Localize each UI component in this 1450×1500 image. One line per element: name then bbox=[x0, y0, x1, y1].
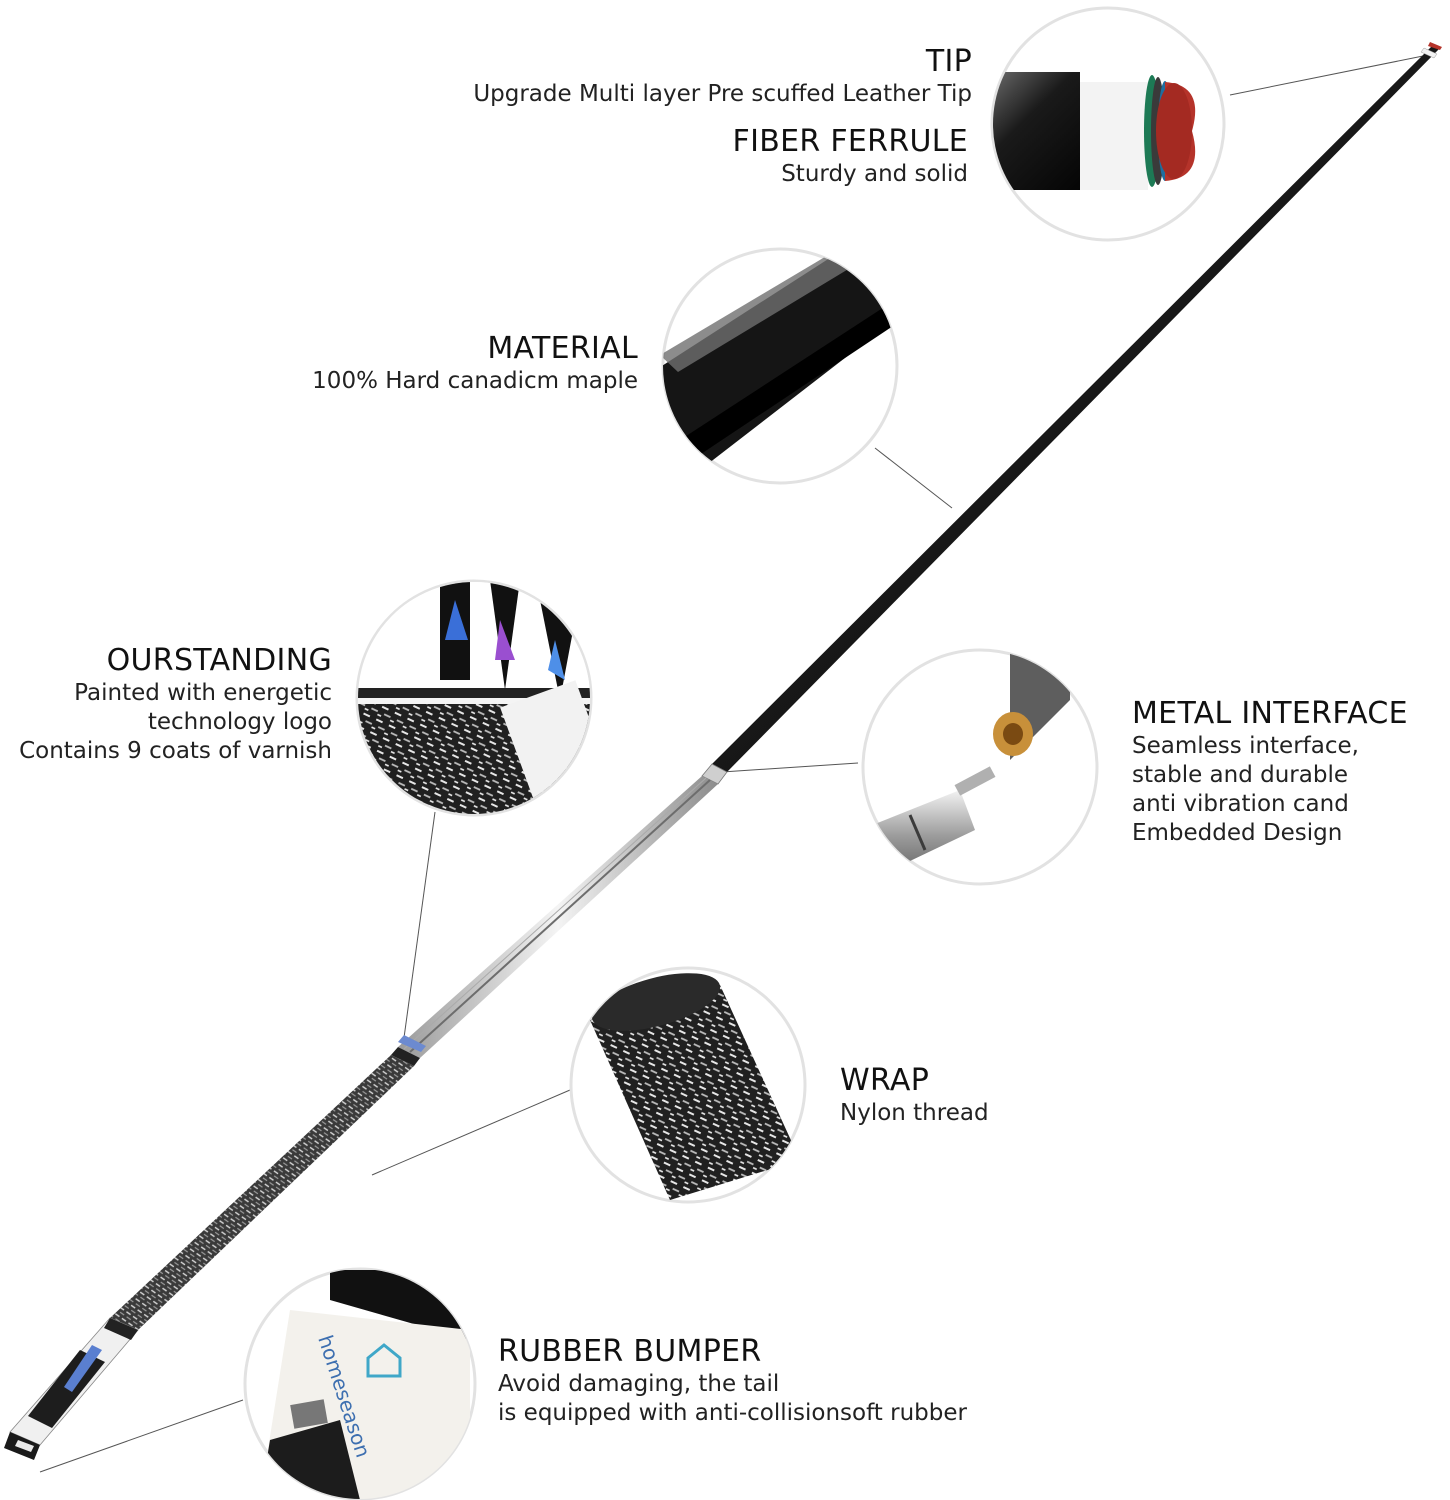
wrap-title: WRAP bbox=[840, 1063, 930, 1098]
wrap-desc: Nylon thread bbox=[840, 1100, 989, 1126]
callout-wrap: WRAP Nylon thread bbox=[840, 1063, 1140, 1128]
leader-metal bbox=[721, 762, 859, 773]
bumper-title: RUBBER BUMPER bbox=[498, 1334, 762, 1369]
material-title: MATERIAL bbox=[487, 331, 638, 366]
callout-ourstanding: OURSTANDING Painted with energetic techn… bbox=[2, 643, 332, 766]
bumper-line-1: Avoid damaging, the tail bbox=[498, 1371, 780, 1397]
tip-title: TIP bbox=[925, 44, 972, 79]
wrap-detail-circle bbox=[569, 966, 807, 1204]
tip-desc: Upgrade Multi layer Pre scuffed Leather … bbox=[473, 81, 972, 107]
callout-material: MATERIAL 100% Hard canadicm maple bbox=[218, 331, 638, 396]
leader-lines bbox=[39, 54, 1429, 1473]
bumper-detail-circle: homeseason bbox=[243, 1267, 477, 1500]
ourstanding-line-1: Painted with energetic bbox=[74, 680, 332, 706]
metal-line-4: Embedded Design bbox=[1132, 820, 1343, 846]
material-detail-circle bbox=[661, 247, 899, 485]
metal-title: METAL INTERFACE bbox=[1132, 696, 1408, 731]
bumper-line-2: is equipped with anti-collisionsoft rubb… bbox=[498, 1400, 967, 1426]
cue-stick bbox=[4, 42, 1442, 1460]
callout-rubber-bumper: RUBBER BUMPER Avoid damaging, the tail i… bbox=[498, 1334, 1058, 1428]
ourstanding-title: OURSTANDING bbox=[106, 643, 332, 678]
ferrule-title: FIBER FERRULE bbox=[732, 124, 968, 159]
metal-line-3: anti vibration cand bbox=[1132, 791, 1349, 817]
ourstanding-line-2: technology logo bbox=[147, 709, 332, 735]
callout-ferrule: FIBER FERRULE Sturdy and solid bbox=[548, 124, 968, 189]
leader-ourstanding bbox=[402, 811, 436, 1046]
ourstanding-detail-circle bbox=[355, 579, 593, 817]
cue-tip-small bbox=[1428, 42, 1442, 50]
cue-shaft bbox=[712, 45, 1440, 772]
cue-wrap bbox=[110, 1055, 414, 1330]
ferrule-desc: Sturdy and solid bbox=[781, 161, 968, 187]
leader-tip bbox=[1229, 54, 1429, 96]
ourstanding-line-3: Contains 9 coats of varnish bbox=[19, 738, 332, 764]
leader-material bbox=[874, 447, 953, 509]
callout-metal-interface: METAL INTERFACE Seamless interface, stab… bbox=[1132, 696, 1442, 848]
metal-interface-detail-circle bbox=[861, 648, 1099, 886]
leader-wrap bbox=[371, 1089, 571, 1176]
cue-ferrule-small bbox=[1420, 47, 1438, 59]
callout-tip: TIP Upgrade Multi layer Pre scuffed Leat… bbox=[412, 44, 972, 109]
leader-bumper bbox=[39, 1399, 244, 1473]
tip-detail-circle bbox=[990, 6, 1226, 242]
metal-line-1: Seamless interface, bbox=[1132, 733, 1359, 759]
metal-line-2: stable and durable bbox=[1132, 762, 1348, 788]
material-desc: 100% Hard canadicm maple bbox=[312, 368, 638, 394]
